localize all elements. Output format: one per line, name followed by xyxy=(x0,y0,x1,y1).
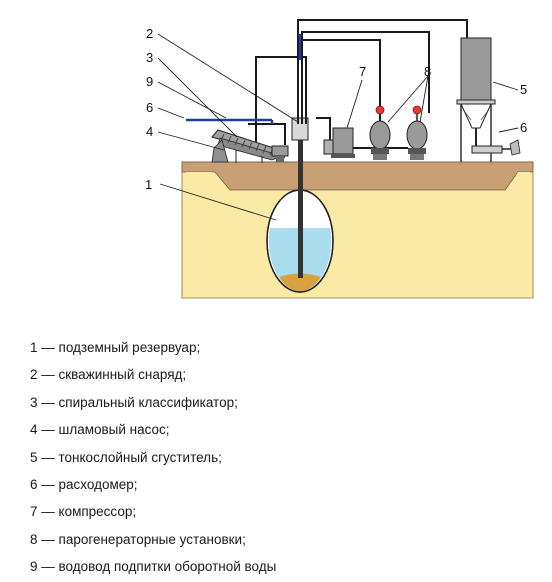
valve-icon xyxy=(412,105,422,115)
legend-item: 8 — парогенераторные установки; xyxy=(30,531,246,547)
surface-soil-layer xyxy=(181,161,534,191)
legend-item: 7 — компрессор; xyxy=(30,504,137,520)
legend-item: 6 — расходомер; xyxy=(30,476,138,492)
legend-list: 1 — подземный резервуар; 2 — скважинный … xyxy=(30,334,276,581)
flowmeter-nozzle xyxy=(509,139,521,156)
callout-6-left: 6 xyxy=(146,100,153,115)
legend-item: 5 — тонкослойный сгуститель; xyxy=(30,449,222,465)
callout-9: 9 xyxy=(146,74,153,89)
legend-item: 2 — скважинный снаряд; xyxy=(30,367,187,383)
sludge-pump xyxy=(271,145,289,162)
ground-fill xyxy=(186,172,224,186)
steam-generator-unit xyxy=(369,105,391,160)
classifier-support xyxy=(211,139,229,163)
legend-item: 3 — спиральный классификатор; xyxy=(30,394,238,410)
technology-scheme-diagram: 1 2 3 9 6 4 7 8 5 6 xyxy=(145,19,534,299)
thickener-tank xyxy=(460,37,492,101)
borehole-tool xyxy=(291,117,309,278)
callout-2: 2 xyxy=(146,26,153,41)
thickener-cone xyxy=(460,103,492,129)
callout-1: 1 xyxy=(145,177,152,192)
callout-8: 8 xyxy=(424,64,431,79)
spiral-classifier xyxy=(211,129,287,163)
flowmeter xyxy=(471,139,521,156)
callout-7: 7 xyxy=(359,64,366,79)
pipelines xyxy=(248,19,468,149)
ground-fill xyxy=(510,172,530,186)
compressor-body xyxy=(332,127,354,155)
legend-item: 4 — шламовый насос; xyxy=(30,422,170,438)
thin-layer-thickener xyxy=(456,37,496,162)
compressor xyxy=(323,127,355,158)
callout-5: 5 xyxy=(520,82,527,97)
callout-3: 3 xyxy=(146,50,153,65)
steam-generator-unit xyxy=(406,105,428,160)
reservoir-sludge xyxy=(279,273,321,292)
legend-item: 1 — подземный резервуар; xyxy=(30,340,201,355)
callout-6-right: 6 xyxy=(520,120,527,135)
valve-icon xyxy=(375,105,385,115)
legend-item: 9 — водовод подпитки оборотной воды xyxy=(30,559,277,575)
borehole-casing xyxy=(298,118,303,278)
leader-lines xyxy=(157,33,519,221)
callout-4: 4 xyxy=(146,124,153,139)
borehole-head xyxy=(291,117,309,141)
spiral-hatching xyxy=(220,133,274,156)
